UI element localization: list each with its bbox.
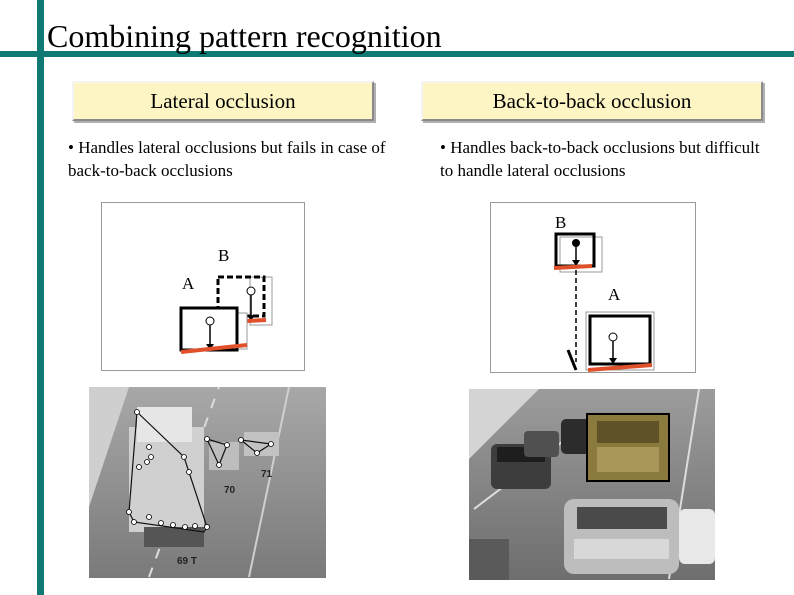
slide-title: Combining pattern recognition: [47, 18, 442, 54]
accent-vertical-bar: [37, 0, 44, 595]
trajectory-arrow: [566, 349, 578, 371]
vehicle-b-shadow-line: [246, 318, 267, 323]
vehicle-a-shadow-line: [587, 363, 653, 372]
vehicle-b-shadow-line: [553, 264, 593, 270]
diagram-label-a: A: [608, 285, 621, 304]
right-bullet: • Handles back-to-back occlusions but di…: [440, 138, 760, 180]
vehicle-a-box: [179, 306, 239, 352]
vehicle-a-outer-box: [585, 311, 655, 371]
track-label-69t: 69 T: [177, 556, 197, 567]
diagram-label-b: B: [555, 213, 566, 232]
vehicle-a-arrowhead: [609, 358, 617, 364]
back-to-back-occlusion-diagram: B A: [490, 202, 696, 373]
accent-horizontal-bar: [0, 51, 794, 57]
vehicle-b-centroid: [246, 286, 256, 296]
vehicle-b-shadow-box: [249, 276, 273, 326]
vehicle-a-centroid: [205, 316, 215, 326]
vehicle-a-shadow-line: [180, 343, 248, 354]
track-label-71: 71: [261, 469, 273, 480]
lateral-occlusion-diagram: B A: [101, 202, 305, 371]
back-to-back-occlusion-label-text: Back-to-back occlusion: [492, 89, 692, 113]
track-label-70: 70: [224, 485, 236, 496]
lateral-occlusion-traffic-photo: 71 70 69 T: [89, 387, 326, 578]
vehicle-b-arrowhead: [247, 315, 255, 321]
lateral-occlusion-label: Lateral occlusion: [72, 81, 374, 121]
vehicle-a-centroid: [608, 332, 618, 342]
vehicle-b-centroid: [572, 239, 580, 247]
vehicle-b-arrowhead: [572, 260, 580, 266]
diagram-label-b: B: [218, 246, 229, 265]
back-to-back-occlusion-traffic-photo: [469, 389, 715, 580]
diagram-label-a: A: [182, 274, 195, 293]
back-to-back-occlusion-label: Back-to-back occlusion: [421, 81, 763, 121]
vehicle-a-box: [588, 314, 652, 366]
lateral-occlusion-label-text: Lateral occlusion: [150, 89, 296, 113]
left-bullet: • Handles lateral occlusions but fails i…: [68, 138, 386, 180]
